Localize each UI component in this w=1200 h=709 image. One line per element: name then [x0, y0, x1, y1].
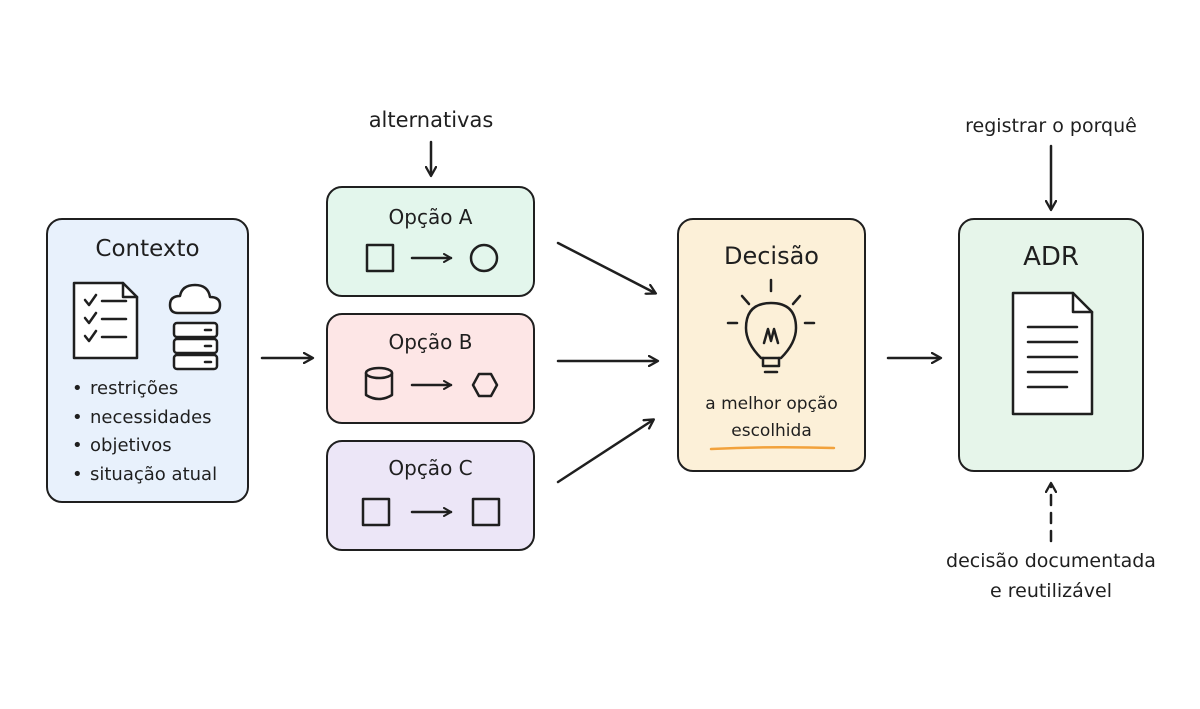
option-a-box: [326, 186, 535, 297]
server-icon: [172, 321, 219, 371]
lightbulb-icon: [726, 278, 816, 374]
option-a-transform-icon: [365, 243, 499, 273]
decision-underline: [709, 445, 836, 451]
adr-title: ADR: [1023, 242, 1079, 272]
decision-title: Decisão: [723, 242, 819, 270]
option-c-label: Opção C: [388, 456, 473, 480]
document-icon: [1011, 291, 1094, 416]
option-b-transform-icon: [364, 366, 499, 401]
context-title: Contexto: [95, 236, 200, 262]
decision-box: [677, 218, 866, 472]
decision-subtitle-line2: escolhida: [731, 421, 812, 441]
context-item: objetivos: [72, 432, 242, 461]
alternatives-label: alternativas: [368, 108, 494, 132]
arrow-c-to-decision: [556, 420, 653, 484]
documented-label-line2: e reutilizável: [990, 580, 1112, 602]
arrow-a-to-decision: [556, 241, 655, 293]
context-item: restrições: [72, 375, 242, 404]
option-c-box: [326, 440, 535, 551]
record-why-label: registrar o porquê: [965, 115, 1137, 137]
cloud-icon: [168, 283, 222, 315]
checklist-icon: [72, 281, 139, 360]
documented-label-line1: decisão documentada: [946, 550, 1156, 572]
decision-subtitle-line1: a melhor opção: [705, 394, 838, 414]
option-b-label: Opção B: [388, 330, 473, 354]
option-a-label: Opção A: [388, 205, 473, 229]
option-b-box: [326, 313, 535, 424]
option-c-transform-icon: [361, 497, 501, 527]
context-item: necessidades: [72, 404, 242, 433]
context-list: restrições necessidades objetivos situaç…: [72, 375, 242, 489]
context-item: situação atual: [72, 461, 242, 490]
